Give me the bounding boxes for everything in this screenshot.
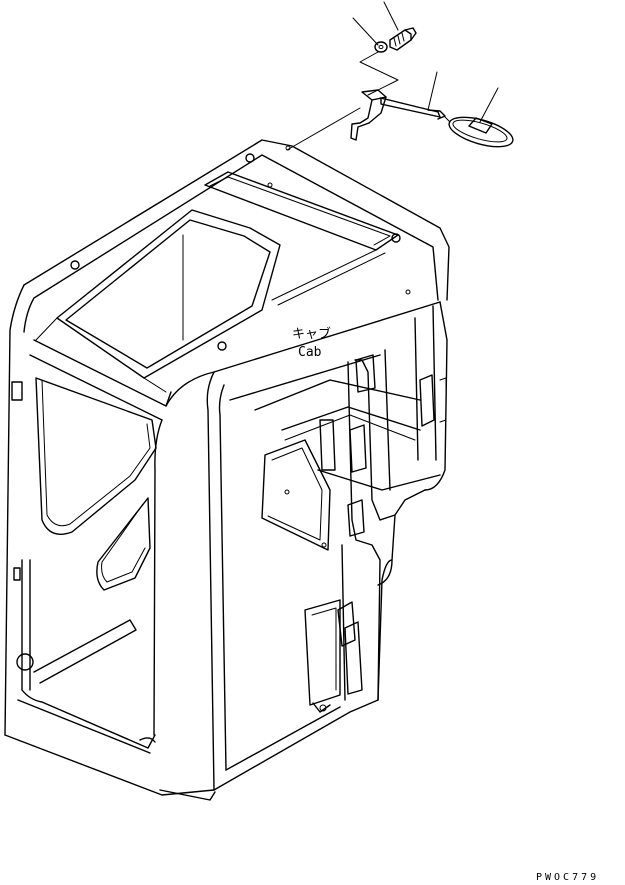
mount-hole-icon bbox=[217, 341, 227, 351]
corner-knob-icon bbox=[16, 653, 34, 671]
column-bracket bbox=[344, 621, 363, 695]
leader-line-washer bbox=[352, 17, 379, 46]
mount-hole-icon bbox=[70, 260, 80, 270]
cab-frame bbox=[4, 139, 450, 801]
mount-leader-line bbox=[286, 107, 361, 151]
mount-hole-icon bbox=[391, 233, 401, 243]
mirror-bracket bbox=[350, 89, 387, 141]
leader-line-mirror-head bbox=[479, 87, 499, 123]
explosion-line bbox=[359, 51, 399, 96]
mirror-arm bbox=[380, 97, 446, 120]
bolt-icon bbox=[389, 27, 417, 51]
column-bracket bbox=[355, 354, 376, 393]
leader-line-bolt bbox=[383, 1, 399, 31]
washer-icon bbox=[374, 41, 388, 53]
column-bracket bbox=[347, 499, 365, 537]
mirror-assembly bbox=[286, 1, 514, 151]
mirror-head-icon bbox=[443, 115, 514, 148]
mount-hole-icon bbox=[245, 153, 255, 163]
column-bracket bbox=[349, 424, 367, 473]
leader-line-mirror-arm bbox=[427, 71, 438, 111]
drawing-code: PWOC779 bbox=[536, 872, 599, 883]
cab-label-jp: キャブ bbox=[292, 326, 331, 342]
latch-icon bbox=[13, 567, 21, 581]
interior-panel bbox=[261, 439, 331, 551]
hinge-tab-icon bbox=[11, 381, 23, 401]
cab-label-en: Cab bbox=[298, 345, 322, 360]
